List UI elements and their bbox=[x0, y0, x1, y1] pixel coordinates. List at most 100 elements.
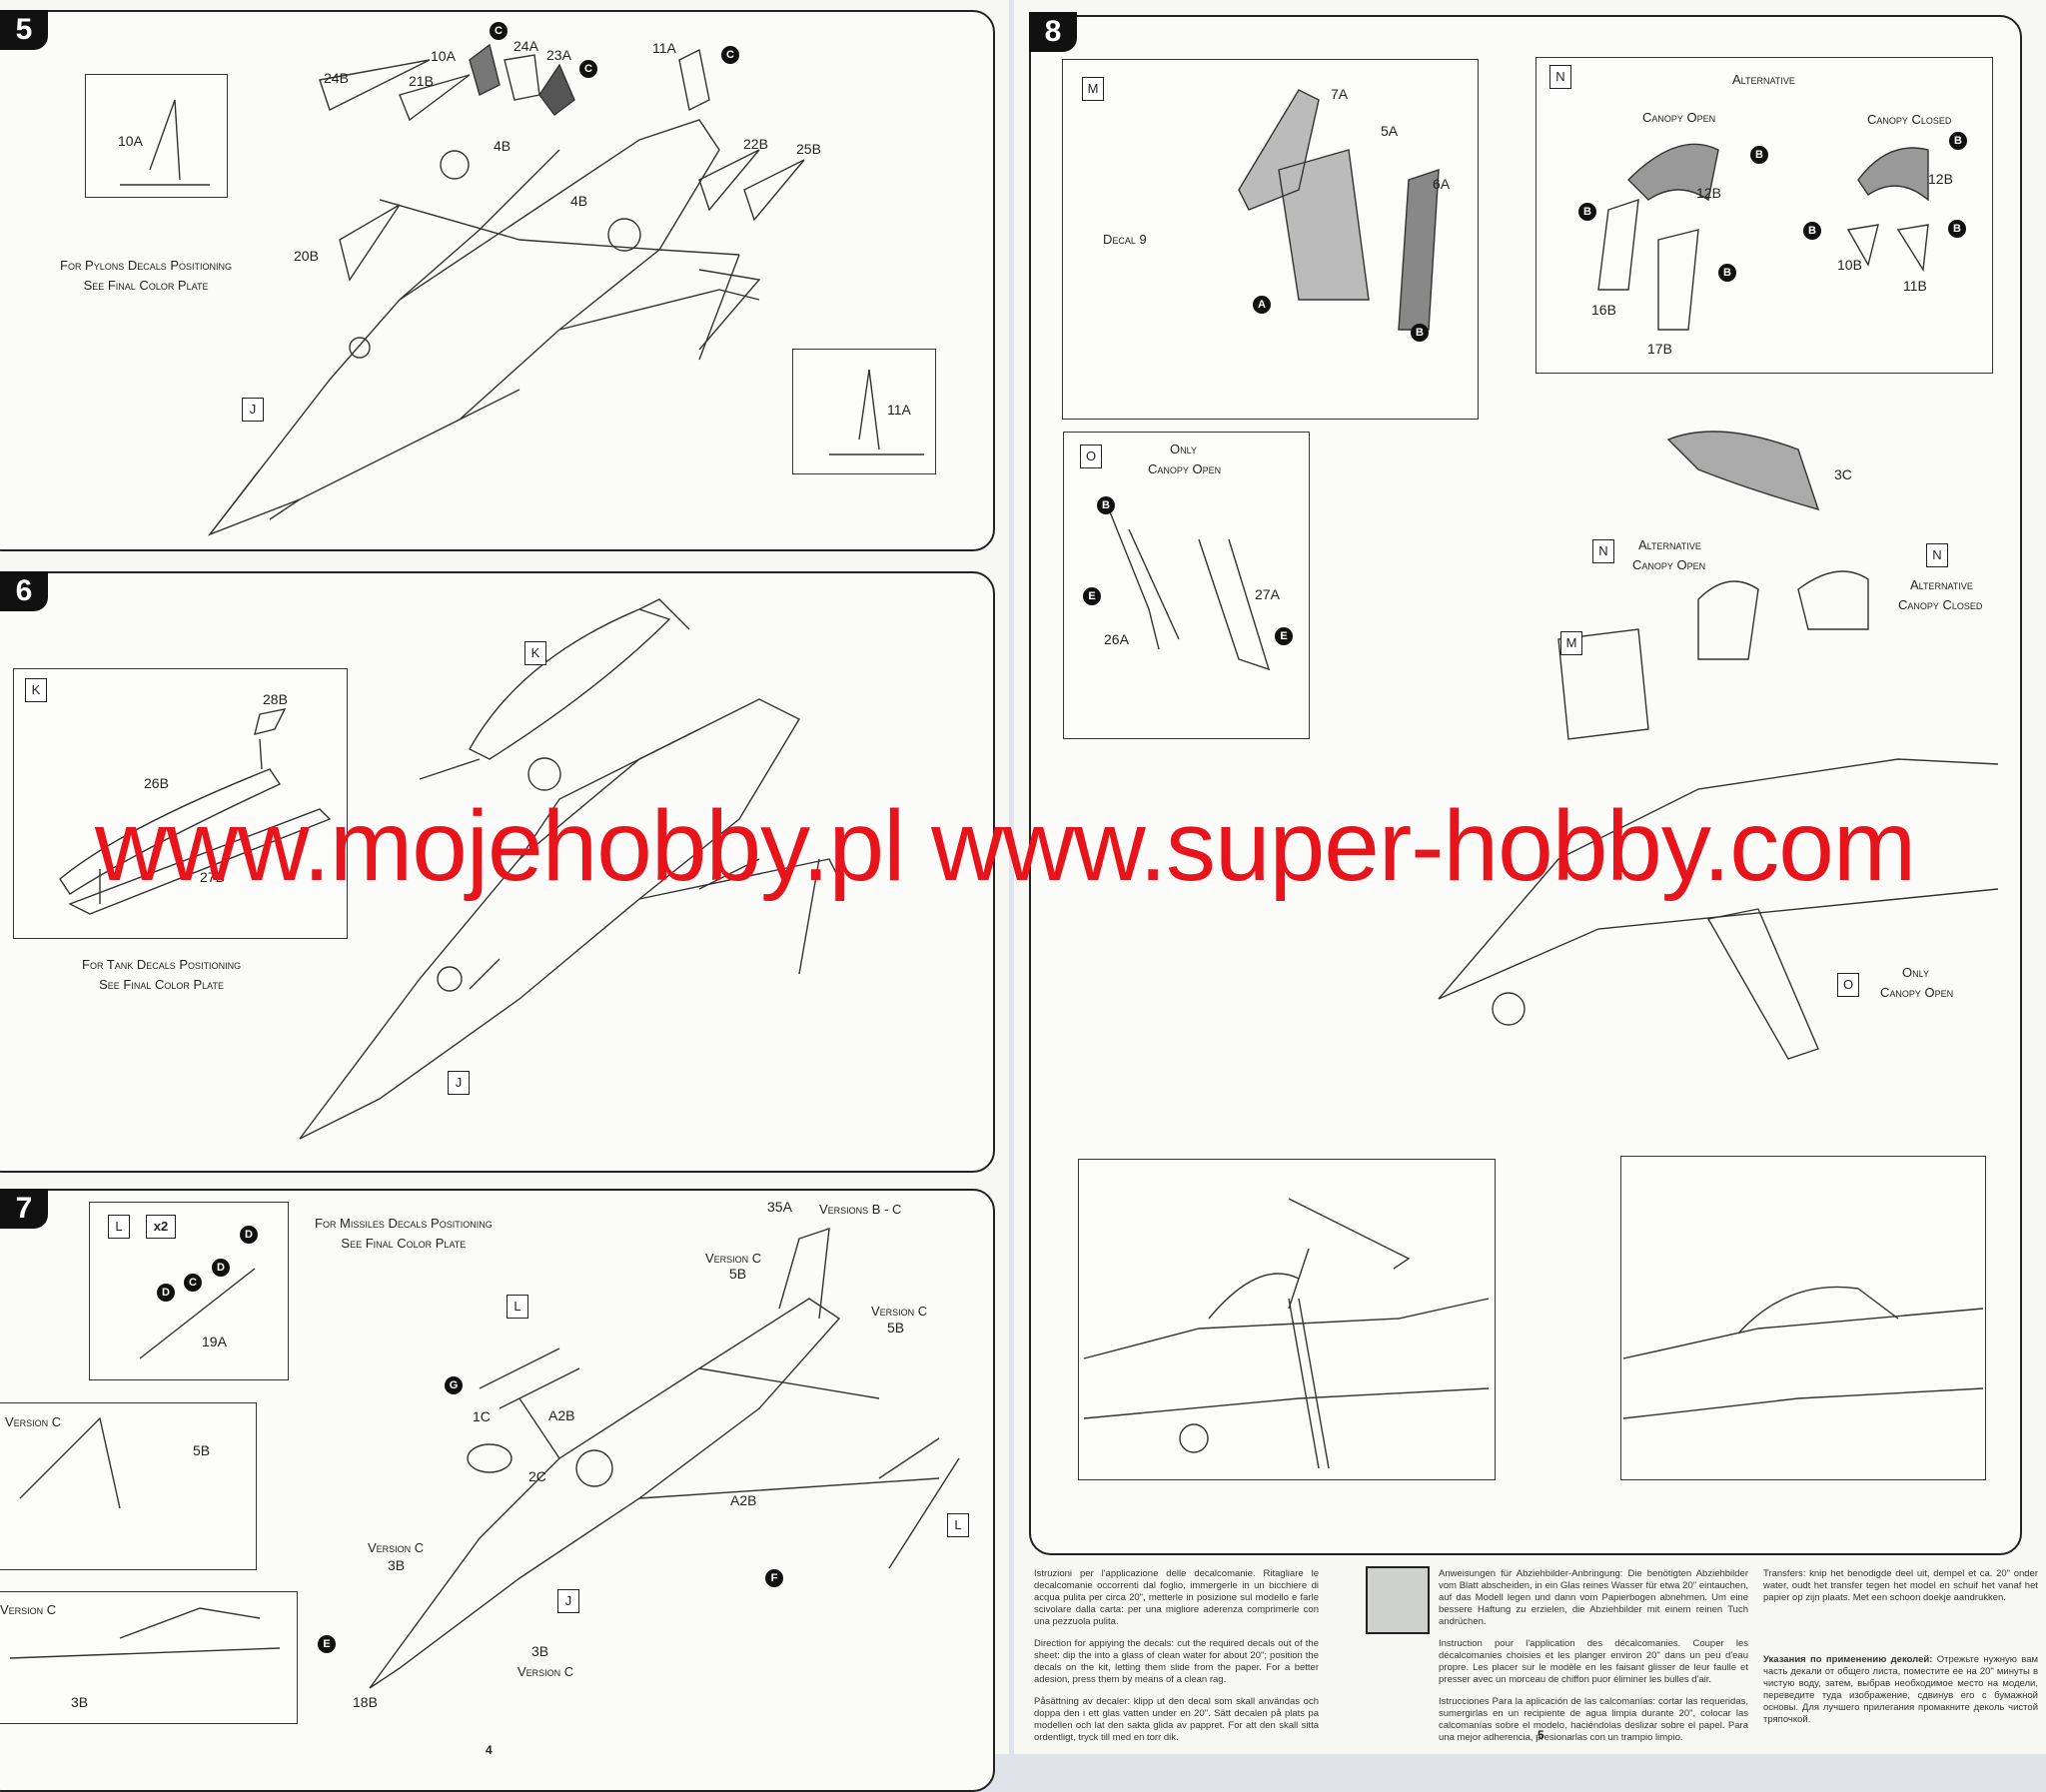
inset-11a bbox=[792, 349, 936, 474]
subassembly-tag: L bbox=[947, 1513, 969, 1537]
instructions-it: Istruzioni per l'applicazione delle deca… bbox=[1034, 1568, 1319, 1627]
part-label: 26A bbox=[1104, 631, 1129, 647]
callout-b: B bbox=[1949, 132, 1967, 150]
part-label: 25B bbox=[796, 141, 821, 157]
note-line: For Tank Decals Positioning bbox=[82, 957, 242, 972]
callout-e: E bbox=[1275, 627, 1293, 645]
part-label: 22B bbox=[743, 136, 768, 152]
pylons-decal-note: For Pylons Decals Positioning See Final … bbox=[60, 256, 232, 296]
part-label: 10A bbox=[118, 133, 143, 149]
page-number-right: 5 bbox=[1537, 1728, 1544, 1742]
callout-d: D bbox=[240, 1226, 258, 1244]
canopy-open-label: Canopy Open bbox=[1880, 985, 1954, 1000]
canopy-closed-label: Canopy Closed bbox=[1867, 112, 1952, 127]
missiles-decal-note: For Missiles Decals Positioning See Fina… bbox=[315, 1214, 493, 1254]
part-label: 5A bbox=[1381, 123, 1399, 139]
part-label: 12B bbox=[1696, 185, 1721, 201]
part-label: 5B bbox=[729, 1266, 747, 1282]
part-label: A2B bbox=[548, 1407, 575, 1423]
subassembly-tag: L bbox=[108, 1215, 130, 1239]
inset-version-c-tail bbox=[0, 1402, 257, 1570]
alternative-label: Alternative bbox=[1732, 72, 1795, 87]
part-label: 17B bbox=[1647, 341, 1672, 357]
part-label: 12B bbox=[1928, 171, 1953, 187]
callout-b: B bbox=[1718, 264, 1736, 282]
part-label: 26B bbox=[144, 775, 169, 791]
step-5-aircraft-drawing bbox=[120, 43, 924, 536]
part-label: 3C bbox=[1834, 466, 1852, 482]
callout-f: F bbox=[765, 1569, 783, 1587]
callout-c: C bbox=[579, 60, 597, 78]
version-label: Version C bbox=[368, 1540, 425, 1555]
subassembly-tag: J bbox=[557, 1589, 579, 1613]
subassembly-tag: O bbox=[1080, 445, 1102, 468]
callout-a: A bbox=[1253, 296, 1271, 314]
step-5-badge: 5 bbox=[0, 10, 48, 50]
instructions-es: Istrucciones Para la aplicación de las c… bbox=[1439, 1696, 1748, 1743]
part-label: A2B bbox=[730, 1492, 757, 1508]
only-label: Only bbox=[1902, 965, 1929, 980]
part-label: 21B bbox=[409, 73, 434, 89]
callout-e: E bbox=[1083, 587, 1101, 605]
inset-n-canopy bbox=[1535, 57, 1993, 374]
canopy-open-label: Canopy Open bbox=[1642, 110, 1716, 125]
part-label: 6A bbox=[1433, 176, 1451, 192]
callout-e: E bbox=[318, 1635, 336, 1653]
alternative-label: Alternative bbox=[1910, 577, 1973, 592]
callout-d: D bbox=[157, 1284, 175, 1302]
subassembly-tag: L bbox=[507, 1295, 528, 1319]
note-line: For Pylons Decals Positioning bbox=[60, 258, 233, 273]
part-label: 3B bbox=[531, 1643, 549, 1659]
subassembly-tag: N bbox=[1926, 543, 1948, 567]
note-line: See Final Color Plate bbox=[99, 977, 224, 992]
inset-10a bbox=[85, 74, 228, 198]
part-label: 24B bbox=[324, 70, 349, 86]
inset-version-c-nose bbox=[0, 1591, 298, 1724]
part-label: 16B bbox=[1591, 302, 1616, 318]
canopy-closed-label: Canopy Closed bbox=[1898, 597, 1983, 612]
inset-o-ladder bbox=[1063, 432, 1310, 739]
callout-d: D bbox=[212, 1259, 230, 1277]
version-label: Version C bbox=[0, 1602, 57, 1617]
part-label: 5B bbox=[193, 1442, 211, 1458]
decal-hands-illustration bbox=[1366, 1566, 1430, 1634]
decal-instructions-col-1: Istruzioni per l'applicazione delle deca… bbox=[1034, 1568, 1319, 1754]
instructions-ru-heading: Указания по применению деколей: bbox=[1763, 1654, 1933, 1665]
part-label: 1C bbox=[473, 1408, 491, 1424]
step-8-drawings bbox=[1083, 89, 1999, 1469]
instructions-sv: Påsättning av decaler: klipp ut den deca… bbox=[1034, 1696, 1319, 1743]
part-label: 7A bbox=[1331, 86, 1349, 102]
callout-b: B bbox=[1750, 146, 1768, 164]
instructions-ru: Указания по применению деколей: Отрежьте… bbox=[1763, 1654, 2038, 1726]
subassembly-tag: M bbox=[1560, 631, 1582, 655]
callout-b: B bbox=[1948, 220, 1966, 238]
callout-b: B bbox=[1411, 324, 1429, 342]
note-line: See Final Color Plate bbox=[341, 1236, 467, 1251]
step-7-aircraft-drawing bbox=[9, 1227, 960, 1689]
part-label: 10A bbox=[431, 48, 456, 64]
subassembly-tag: K bbox=[524, 641, 546, 665]
subassembly-tag: J bbox=[242, 398, 264, 422]
part-label: 3B bbox=[388, 1557, 406, 1573]
part-label: 10B bbox=[1837, 257, 1862, 273]
version-label: Version C bbox=[5, 1414, 62, 1429]
callout-c: C bbox=[490, 22, 508, 40]
version-label: Version C bbox=[705, 1251, 762, 1266]
result-canopy-open bbox=[1078, 1159, 1496, 1480]
canopy-open-label: Canopy Open bbox=[1148, 461, 1222, 476]
note-line: See Final Color Plate bbox=[83, 278, 209, 293]
part-label: 2C bbox=[528, 1468, 546, 1484]
version-label: Version C bbox=[871, 1304, 928, 1319]
callout-c: C bbox=[721, 46, 739, 64]
part-label: 11A bbox=[887, 402, 911, 418]
instructions-fr: Instruction pour l'application des décal… bbox=[1439, 1638, 1748, 1685]
part-label: 35A bbox=[767, 1199, 792, 1215]
instructions-nl: Transfers: knip het benodigde deel uit, … bbox=[1763, 1568, 2038, 1603]
instructions-ru-body: Отрежьте нужную вам часть декали от обще… bbox=[1763, 1654, 2039, 1725]
tank-decal-note: For Tank Decals Positioning See Final Co… bbox=[82, 955, 241, 995]
part-label: 18B bbox=[353, 1694, 378, 1710]
part-label: 27B bbox=[200, 869, 225, 885]
subassembly-tag: K bbox=[25, 678, 47, 702]
instructions-de: Anweisungen für Abziehbilder-Anbringung:… bbox=[1439, 1568, 1748, 1627]
step-8-badge: 8 bbox=[1029, 12, 1077, 52]
